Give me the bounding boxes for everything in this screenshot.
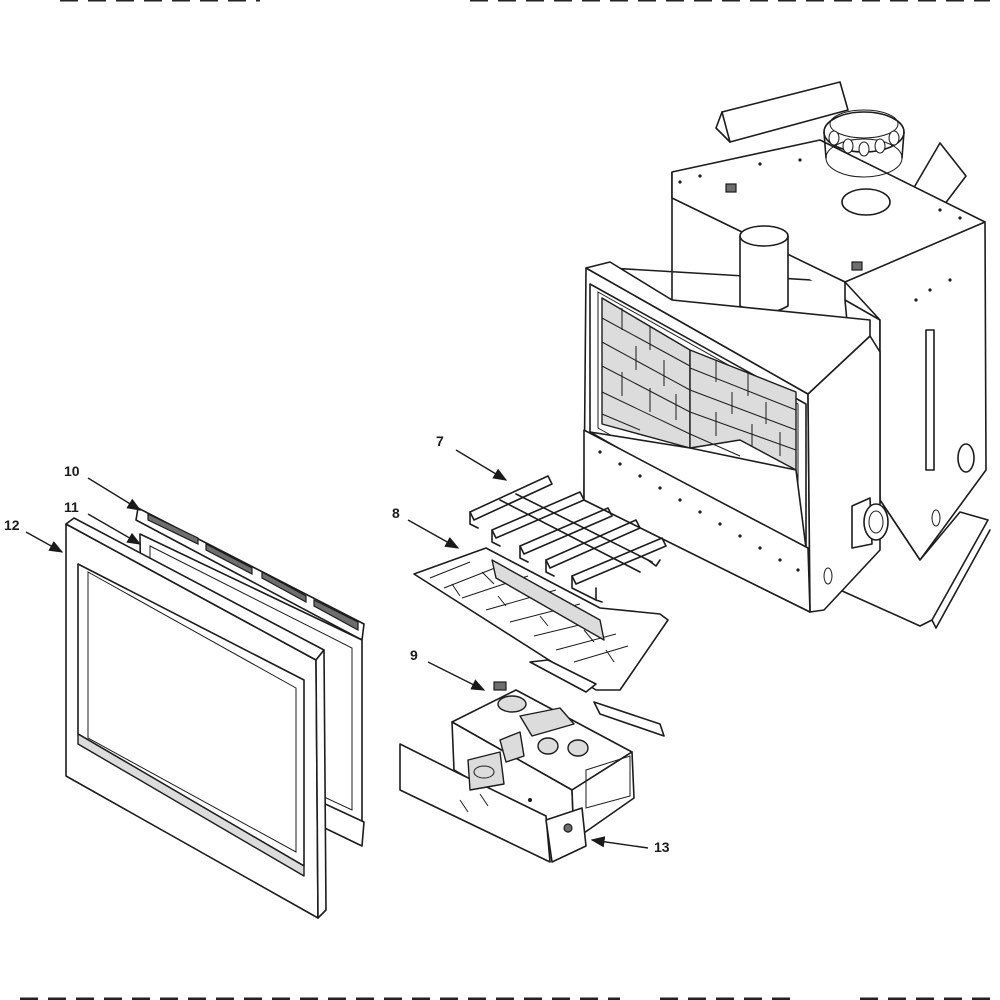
callout-10: 10 xyxy=(64,463,142,511)
callout-label-7: 7 xyxy=(436,433,444,449)
callout-label-12: 12 xyxy=(4,517,20,533)
flue-pipe xyxy=(739,225,789,314)
callout-7: 7 xyxy=(436,433,508,481)
callout-label-10: 10 xyxy=(64,463,80,479)
hearth-panel-part-8 xyxy=(413,547,669,737)
callout-12: 12 xyxy=(4,517,64,553)
callout-label-13: 13 xyxy=(654,839,670,855)
grate-part-7 xyxy=(469,475,667,603)
firebox-assembly xyxy=(583,81,991,629)
valve-components xyxy=(467,681,589,833)
front-surround-part-12 xyxy=(65,517,327,919)
vent-collar xyxy=(823,109,905,178)
callout-8: 8 xyxy=(392,505,460,549)
callout-label-9: 9 xyxy=(410,647,418,663)
top-standoff-left xyxy=(721,81,849,143)
callout-9: 9 xyxy=(410,647,486,691)
gas-inlet-fitting xyxy=(851,497,889,549)
callout-label-11: 11 xyxy=(64,499,79,515)
callout-label-8: 8 xyxy=(392,505,400,521)
callout-11: 11 xyxy=(64,499,142,545)
callout-13: 13 xyxy=(590,836,670,855)
burner-tray-part-9-13 xyxy=(399,681,635,863)
